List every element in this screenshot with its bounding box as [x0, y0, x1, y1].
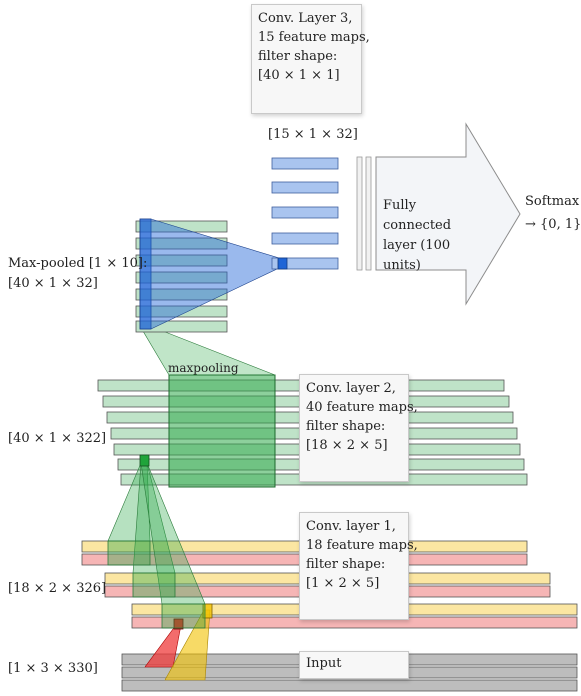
- fc-label-line: Fully connected: [383, 198, 452, 233]
- input-label-box: Input: [299, 651, 409, 679]
- input-dim: [1 × 3 × 330]: [8, 661, 98, 676]
- conv1-info-line: 18 feature maps,: [306, 538, 418, 553]
- conv3-info-line: filter shape:: [258, 49, 338, 64]
- conv1-receptive-field: [144, 603, 213, 681]
- maxpooled-map: [135, 237, 228, 250]
- maxpooled-maps: [135, 218, 228, 333]
- conv3-map: [271, 181, 339, 194]
- fc-bar: [365, 156, 372, 271]
- conv3-info-line: [40 × 1 × 1]: [258, 68, 340, 83]
- maxpooled-map: [135, 288, 228, 301]
- conv3-map: [271, 232, 339, 245]
- softmax-title: Softmax: [525, 194, 580, 209]
- maxpooled-label-line: [40 × 1 × 32]: [8, 276, 98, 291]
- conv1-output-dim: [18 × 2 × 326]: [8, 581, 107, 596]
- conv3-map: [271, 157, 339, 170]
- conv3-map: [271, 257, 339, 270]
- fc-arrow: [375, 122, 521, 306]
- conv1-info-box: Conv. layer 1, 18 feature maps, filter s…: [299, 512, 418, 620]
- maxpooling-window: [139, 325, 276, 488]
- conv2-filter-unit: [139, 454, 150, 467]
- conv2-receptive-field: [107, 454, 206, 629]
- maxpooled-map: [135, 305, 228, 318]
- maxpooled-map: [135, 220, 228, 233]
- conv1-filter-red: [173, 618, 184, 630]
- conv1-info-line: filter shape:: [306, 557, 386, 572]
- conv3-output-dim: [15 × 1 × 32]: [268, 127, 358, 142]
- maxpooled-map: [135, 271, 228, 284]
- conv1-window: [107, 540, 151, 566]
- conv1-info-line: [1 × 2 × 5]: [306, 576, 380, 591]
- maxpooling-label: maxpooling: [168, 361, 239, 375]
- conv2-info-line: [18 × 2 × 5]: [306, 438, 388, 453]
- fc-bar: [356, 156, 363, 271]
- conv2-info-line: 40 feature maps,: [306, 400, 418, 415]
- maxpooled-map: [135, 254, 228, 267]
- conv1-window: [132, 572, 176, 598]
- conv2-info-box: Conv. layer 2, 40 feature maps, filter s…: [299, 374, 418, 482]
- conv3-info-box: Conv. Layer 3, 15 feature maps, filter s…: [251, 4, 370, 114]
- input-row: [121, 679, 578, 692]
- fc-label-line: layer (100 units): [383, 238, 451, 273]
- fully-connected-label: Fully connected layer (100 units): [383, 196, 483, 276]
- input-label: Input: [306, 656, 342, 671]
- softmax-output: → {0, 1}: [525, 217, 581, 232]
- maxpooled-map: [135, 320, 228, 333]
- conv3-info-line: Conv. Layer 3,: [258, 11, 353, 26]
- conv3-feature-maps: [271, 157, 339, 270]
- conv3-unit: [277, 257, 288, 270]
- conv2-info-line: Conv. layer 2,: [306, 381, 396, 396]
- conv2-output-dim: [40 × 1 × 322]: [8, 431, 107, 446]
- maxpooled-label-line: Max-pooled [1 × 10]:: [8, 256, 148, 271]
- conv2-info-line: filter shape:: [306, 419, 386, 434]
- conv3-info-line: 15 feature maps,: [258, 30, 370, 45]
- conv3-map: [271, 206, 339, 219]
- maxpool-region: [168, 374, 276, 488]
- conv1-window: [161, 603, 206, 629]
- conv1-info-line: Conv. layer 1,: [306, 519, 396, 534]
- fully-connected-layer: [356, 122, 521, 306]
- conv1-filter-yellow: [202, 603, 213, 619]
